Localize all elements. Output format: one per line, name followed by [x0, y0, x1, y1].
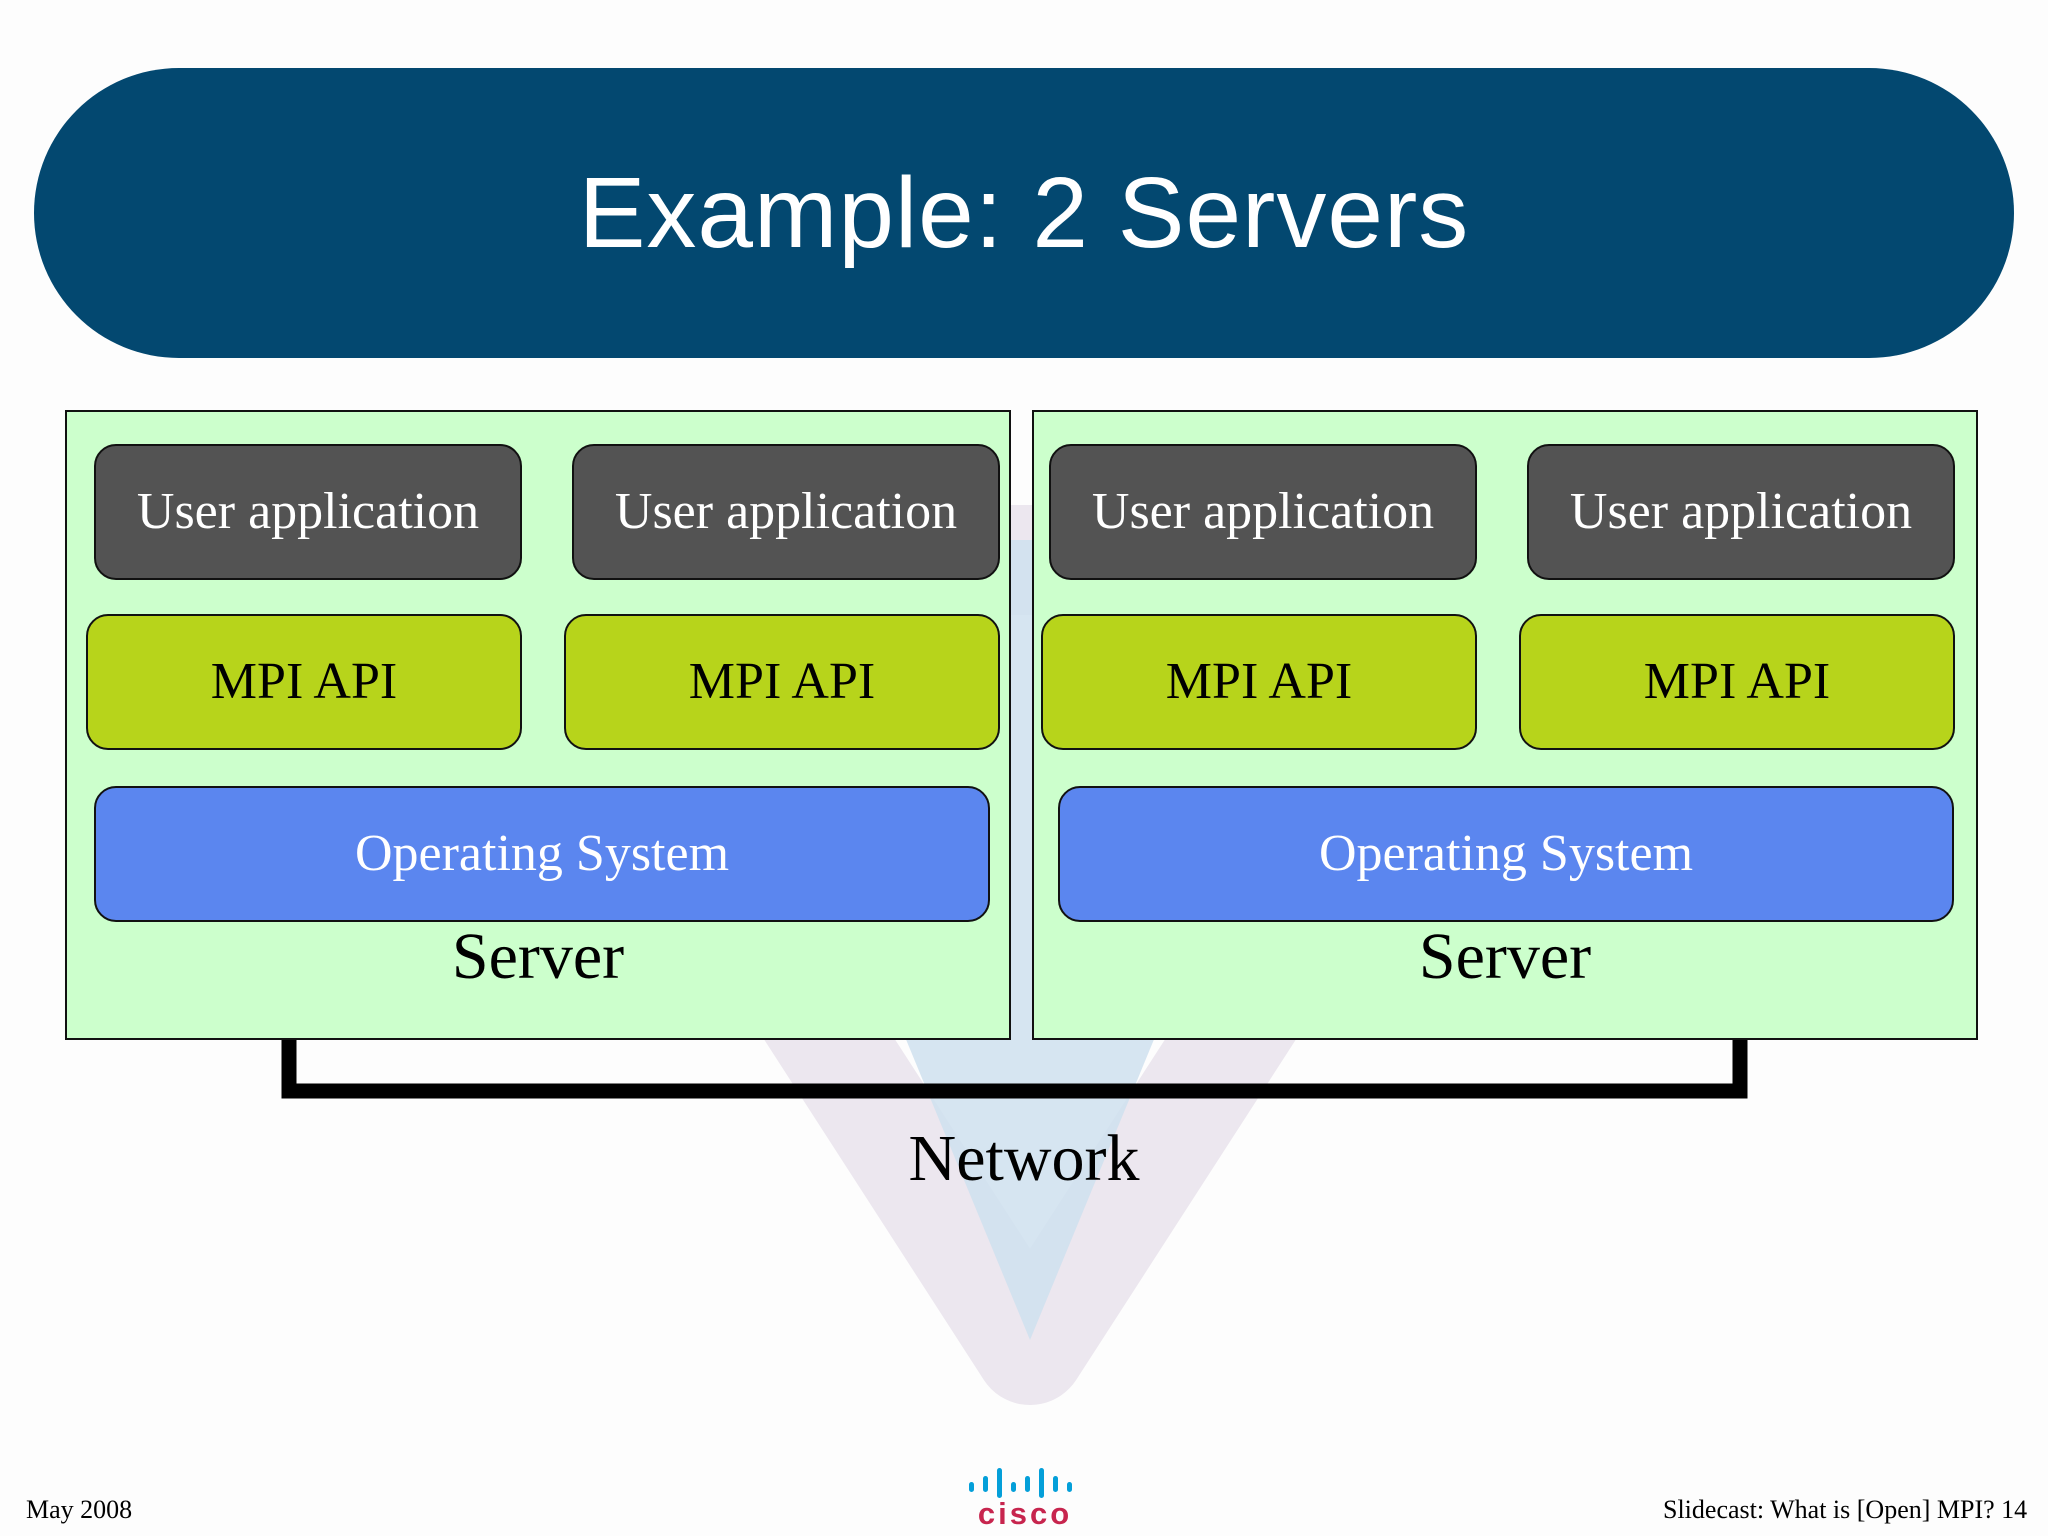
operating-system-box: Operating System: [94, 786, 990, 922]
user-application-box: User application: [1527, 444, 1955, 580]
server-left: User application User application MPI AP…: [65, 410, 1011, 1040]
slide-title: Example: 2 Servers: [578, 157, 1470, 269]
cisco-logo: cisco: [955, 1468, 1095, 1532]
mpi-api-box: MPI API: [1519, 614, 1955, 750]
cisco-bars-icon: [969, 1468, 1072, 1498]
footer-date: May 2008: [26, 1495, 133, 1524]
user-application-box: User application: [572, 444, 1000, 580]
mpi-api-box: MPI API: [564, 614, 1000, 750]
title-banner: Example: 2 Servers: [34, 68, 2014, 358]
operating-system-box: Operating System: [1058, 786, 1954, 922]
footer-slide-info: Slidecast: What is [Open] MPI? 14: [1663, 1495, 2028, 1524]
network-label: Network: [908, 1122, 1140, 1195]
cisco-logo-text: cisco: [977, 1496, 1073, 1531]
user-application-box: User application: [1049, 444, 1477, 580]
server-right: User application User application MPI AP…: [1032, 410, 1978, 1040]
server-label: Server: [451, 920, 625, 993]
mpi-api-box: MPI API: [1041, 614, 1477, 750]
mpi-api-box: MPI API: [86, 614, 522, 750]
server-label: Server: [1418, 920, 1592, 993]
user-application-box: User application: [94, 444, 522, 580]
